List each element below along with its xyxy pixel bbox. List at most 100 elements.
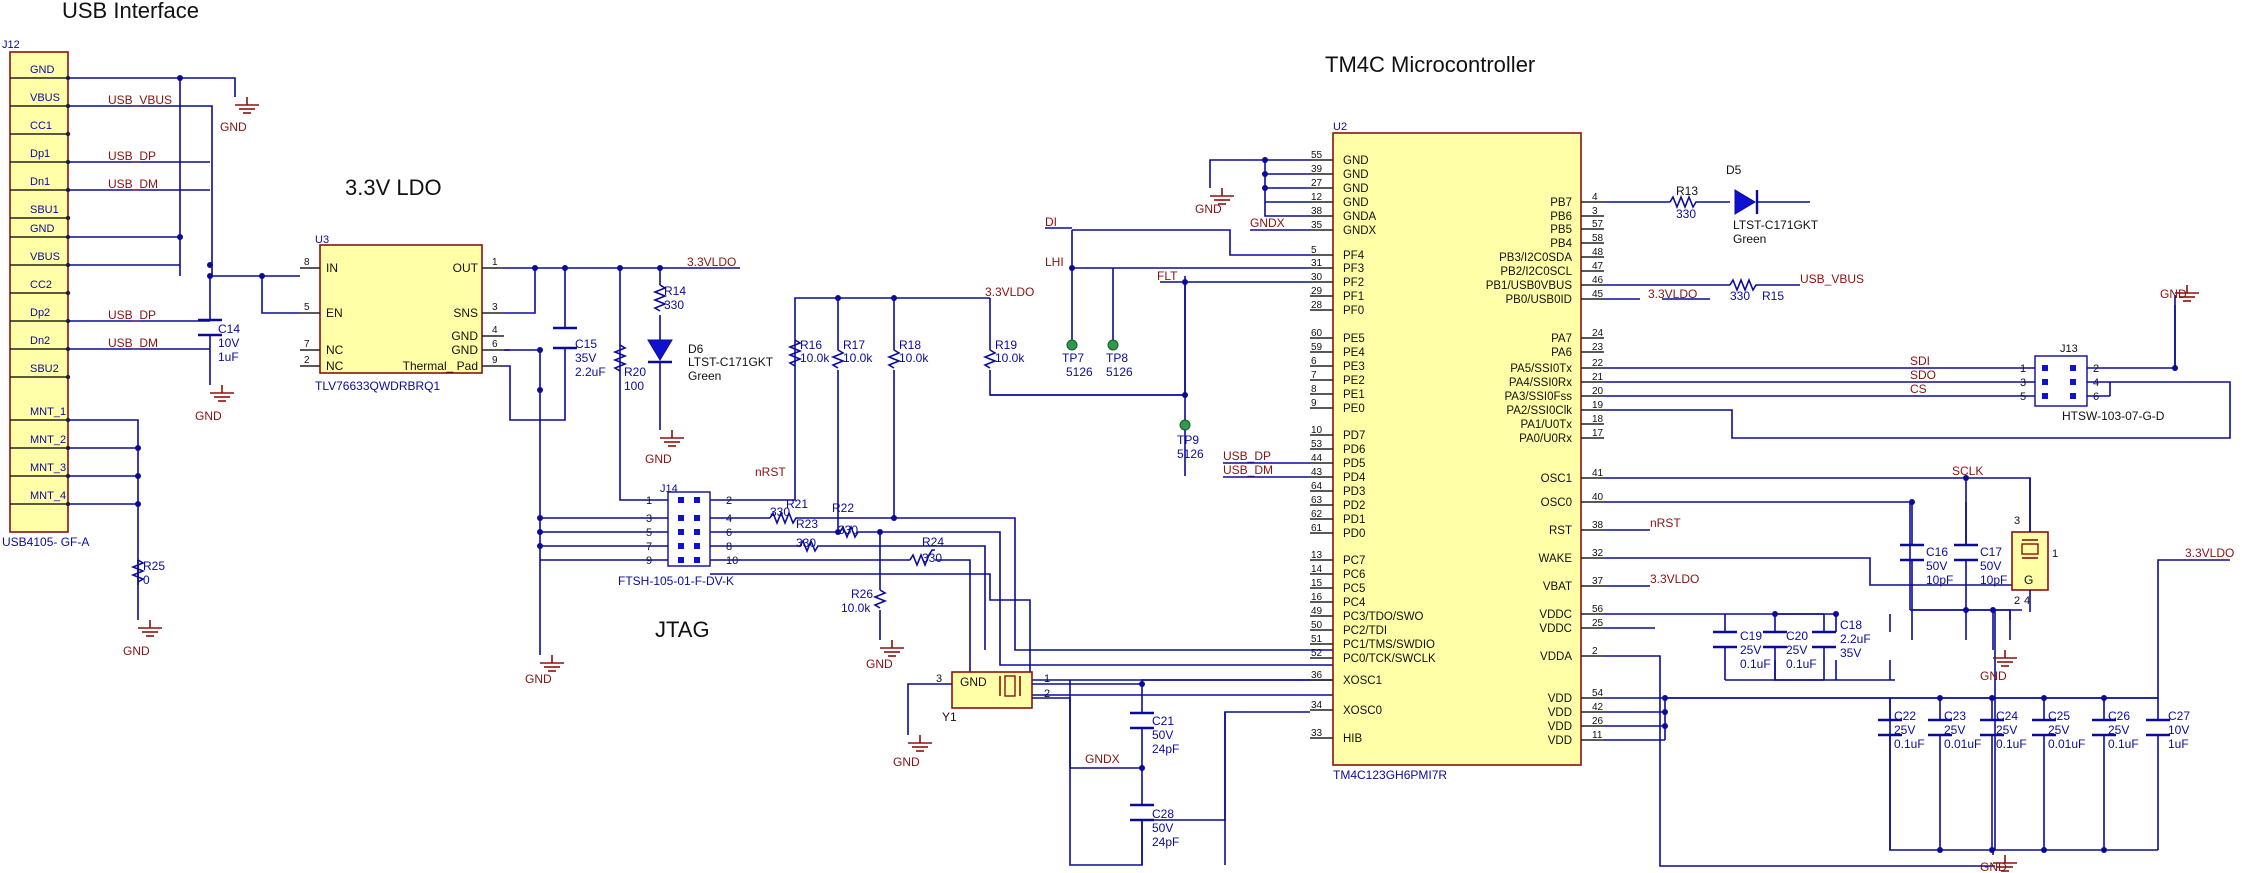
net-di: DI xyxy=(1045,215,1057,229)
tp8-ref: TP8 xyxy=(1106,351,1128,365)
d6-color: Green xyxy=(688,369,721,383)
net-lhi: LHI xyxy=(1045,255,1064,269)
u2-pin-num: 53 xyxy=(1311,439,1323,450)
y1-pin2: 2 xyxy=(1044,688,1050,700)
c16-ref: C16 xyxy=(1926,545,1948,559)
resistor-r17: R17 10.0k xyxy=(830,338,873,369)
resistor-r23: R23 330 xyxy=(796,517,820,554)
net-gndx-mcu: GNDX xyxy=(1250,216,1285,230)
resistor-r26: R26 10.0k xyxy=(841,587,888,615)
j14-pin-pad xyxy=(678,529,684,535)
y1-pin1: 1 xyxy=(1044,673,1050,685)
r16-value: 10.0k xyxy=(800,351,830,365)
c24-v2: 0.1uF xyxy=(1996,737,2027,751)
net-sdo: SDO xyxy=(1910,368,1936,382)
j12-pin-label: VBUS xyxy=(30,92,60,104)
d5-part: LTST-C171GKT xyxy=(1733,218,1819,232)
u2-pin-name: OSC1 xyxy=(1541,473,1572,485)
u3-pin-name: OUT xyxy=(453,261,479,275)
capacitor-c25: C25 25V 0.01uF xyxy=(2048,709,2085,751)
u2-pin-num: 36 xyxy=(1311,670,1323,681)
c27-v1: 10V xyxy=(2168,723,2189,737)
u2-part: TM4C123GH6PMI7R xyxy=(1333,768,1447,782)
u2-pin-name: PE5 xyxy=(1343,333,1365,345)
title-jtag: JTAG xyxy=(655,617,710,642)
c15-v2: 2.2uF xyxy=(575,365,606,379)
r17-value: 10.0k xyxy=(843,351,873,365)
net-usb-dm-pd: USB_DM xyxy=(1223,463,1273,477)
j13-part: HTSW-103-07-G-D xyxy=(2062,409,2165,423)
c19-v2: 0.1uF xyxy=(1740,657,1771,671)
u2-pin-name: PF2 xyxy=(1343,277,1364,289)
capacitor-c21: C21 50V 24pF xyxy=(1130,711,1179,756)
net-33vldo-pb0: 3.3VLDO xyxy=(1648,287,1697,301)
u2-pin-num: 31 xyxy=(1311,258,1323,269)
u2-pin-name: VDD xyxy=(1548,735,1572,747)
jtag-wiring: GND 3.3VLDO nRST xyxy=(540,276,1340,696)
r14-value: 330 xyxy=(664,298,684,312)
j14-pin-pad xyxy=(694,529,700,535)
u3-body xyxy=(319,244,483,374)
net-usb-vbus: USB_VBUS xyxy=(108,93,172,107)
u2-pin-name: PB1/USB0VBUS xyxy=(1486,280,1573,292)
u2-pin-num: 6 xyxy=(1311,356,1317,367)
u2-pin-num: 4 xyxy=(1592,192,1598,203)
r18-ref: R18 xyxy=(899,338,921,352)
r21-value: 330 xyxy=(770,505,790,519)
r25-ref: R25 xyxy=(143,559,165,573)
capacitor-c17: C17 50V 10pF xyxy=(1954,543,2007,587)
r15-value: 330 xyxy=(1730,289,1750,303)
c16-v2: 10pF xyxy=(1926,573,1953,587)
signal-nets-di-lhi-flt: DI LHI FLT xyxy=(990,215,1310,476)
mcu-right-wiring: 3.3VLDO USB_VBUS SDI SDO CS SCLK nRST 3.… xyxy=(1604,201,2234,867)
u3-pin-num: 2 xyxy=(304,355,310,366)
u2-pin-name: OSC0 xyxy=(1541,497,1572,509)
c23-ref: C23 xyxy=(1944,709,1966,723)
u2-pin-name: PF1 xyxy=(1343,291,1364,303)
u3-pin-num: 3 xyxy=(492,302,498,313)
capacitor-c23: C23 25V 0.01uF xyxy=(1944,709,1981,751)
j12-pin-label: VBUS xyxy=(30,251,60,263)
testpoint-tp7: TP7 5126 xyxy=(1062,339,1093,379)
j13-pin-num: 1 xyxy=(2020,363,2026,375)
net-usb-dm-1: USB_DM xyxy=(108,177,158,191)
u2-pin-num: 57 xyxy=(1592,219,1604,230)
j13-pin-num: 4 xyxy=(2093,377,2099,389)
capacitor-c26: C26 25V 0.1uF xyxy=(2108,709,2139,751)
u2-pin-name: PE4 xyxy=(1343,347,1365,359)
u3-pin-num: 9 xyxy=(492,355,498,366)
u2-pin-num: 47 xyxy=(1592,261,1604,272)
gnd-label-r26: GND xyxy=(866,657,893,671)
u2-pin-num: 20 xyxy=(1592,386,1604,397)
c17-v1: 50V xyxy=(1980,559,2001,573)
c17-ref: C17 xyxy=(1980,545,2002,559)
c26-ref: C26 xyxy=(2108,709,2130,723)
u2-pin-name: VDD xyxy=(1548,693,1572,705)
capacitor-c24: C24 25V 0.1uF xyxy=(1996,709,2027,751)
u3-pin-name: SNS xyxy=(453,306,478,320)
u2-pin-num: 55 xyxy=(1311,150,1323,161)
u3-pin-name: EN xyxy=(326,306,343,320)
u2-ref: U2 xyxy=(1333,121,1347,133)
net-gndx-y1: GNDX xyxy=(1085,752,1120,766)
u3-pin-name: GND xyxy=(451,343,478,357)
usb-wiring: GND GND GND USB_VBUS USB_DP USB_DM USB_D… xyxy=(68,75,300,658)
tp7-ref: TP7 xyxy=(1062,351,1084,365)
c18-v2: 35V xyxy=(1840,646,1861,660)
r16-ref: R16 xyxy=(800,338,822,352)
j14-pin-pad xyxy=(678,557,684,563)
j13-pin-pad xyxy=(2070,379,2076,385)
r13-value: 330 xyxy=(1676,207,1696,221)
u2-pin-name: PA5/SSI0Tx xyxy=(1510,363,1572,375)
j12-pin-label: MNT_1 xyxy=(30,406,66,418)
j14-pin-num: 8 xyxy=(726,541,732,553)
tp8-value: 5126 xyxy=(1106,365,1133,379)
j12-pin-label: GND xyxy=(30,223,55,235)
crystal-y1-wiring: GND GNDX xyxy=(893,679,1310,866)
c18-ref: C18 xyxy=(1840,618,1862,632)
u2-pin-num: 49 xyxy=(1311,606,1323,617)
u2-pin-name: PB5 xyxy=(1550,224,1572,236)
net-usb-vbus-pb1: USB_VBUS xyxy=(1800,272,1864,286)
u2-pin-name: PC6 xyxy=(1343,569,1365,581)
